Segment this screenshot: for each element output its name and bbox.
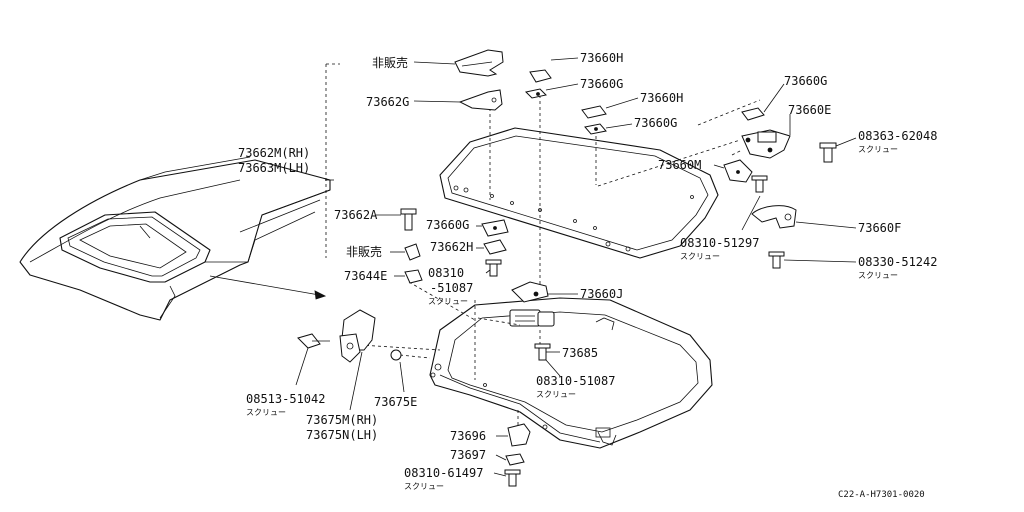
label-08363-62048: 08363-62048	[858, 129, 937, 143]
label-screw-51042: スクリュー	[246, 408, 286, 417]
label-73675E: 73675E	[374, 395, 417, 409]
label-08310-61497: 08310-61497	[404, 466, 483, 480]
label-73663M-LH: 73663M(LH)	[238, 161, 310, 175]
label-73660G-mid: 73660G	[634, 116, 677, 130]
sunroof-frame	[429, 297, 713, 449]
label-73660F: 73660F	[858, 221, 901, 235]
parts-bottom-cluster	[297, 309, 531, 487]
parts-right-cluster	[723, 107, 837, 269]
label-screw-61497: スクリュー	[404, 482, 444, 491]
label-73662H: 73662H	[430, 240, 473, 254]
label-screw-51087a: スクリュー	[428, 297, 468, 306]
label-73685: 73685	[562, 346, 598, 360]
parts-left-cluster	[400, 208, 551, 361]
label-73675M-RH: 73675M(RH)	[306, 413, 378, 427]
label-screw-51242: スクリュー	[858, 271, 898, 280]
label-73696: 73696	[450, 429, 486, 443]
label-73660E: 73660E	[788, 103, 831, 117]
label-73660J: 73660J	[580, 287, 623, 301]
label-08310-51087-a1: 08310	[428, 266, 464, 280]
label-screw-08363: スクリュー	[858, 145, 898, 154]
label-08513-51042: 08513-51042	[246, 392, 325, 406]
label-08330-51242: 08330-51242	[858, 255, 937, 269]
label-08310-51087-a2: -51087	[430, 281, 473, 295]
label-73660M: 73660M	[658, 158, 701, 172]
label-73660G-right: 73660G	[784, 74, 827, 88]
label-73660H-top: 73660H	[580, 51, 623, 65]
label-hihanbai-low: 非販売	[346, 244, 382, 259]
diagram-code: C22-A-H7301-0020	[838, 490, 925, 500]
label-73662G: 73662G	[366, 95, 409, 109]
assembly-guide-lines	[325, 63, 761, 430]
label-screw-51087b: スクリュー	[536, 390, 576, 399]
label-08310-51087-b: 08310-51087	[536, 374, 615, 388]
vehicle-roof	[19, 156, 331, 321]
label-screw-51297: スクリュー	[680, 252, 720, 261]
label-08310-51297: 08310-51297	[680, 236, 759, 250]
label-73662M-RH: 73662M(RH)	[238, 146, 310, 160]
leader-lines	[295, 57, 857, 477]
label-73660G-lower: 73660G	[426, 218, 469, 232]
label-73660G-top: 73660G	[580, 77, 623, 91]
label-73644E: 73644E	[344, 269, 387, 283]
label-73660H-mid: 73660H	[640, 91, 683, 105]
parts-top-cluster	[454, 49, 607, 135]
label-73675N-LH: 73675N(LH)	[306, 428, 378, 442]
label-73697: 73697	[450, 448, 486, 462]
sunroof-glass-panel	[439, 127, 719, 259]
label-hihanbai-top: 非販売	[372, 55, 408, 70]
part-labels: 非販売 73660H 73660G 73662G 73660H 73660G 7…	[238, 51, 937, 500]
label-73662A: 73662A	[334, 208, 378, 222]
